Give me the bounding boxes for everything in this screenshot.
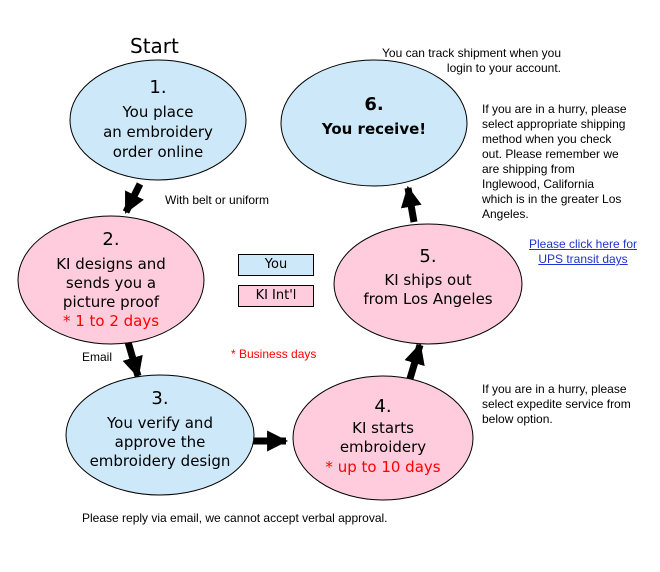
arrow-2-to-3	[122, 341, 143, 379]
step-2-text: sends you a	[66, 274, 156, 292]
step-4-text: KI starts	[352, 419, 414, 437]
step-2-text: KI designs and	[56, 255, 166, 273]
hurry-shipping-line: which is in the greater Los	[482, 192, 622, 206]
hurry-shipping-line: are shipping from	[482, 162, 575, 176]
ups-transit-link[interactable]: Please click here for UPS transit days	[518, 237, 648, 267]
step-5-ellipse	[333, 223, 523, 345]
arrow-4-to-5	[404, 342, 425, 383]
ups-link-line[interactable]: UPS transit days	[538, 252, 628, 266]
track-note-line: login to your account.	[446, 61, 561, 75]
step-6: 6. You receive!	[280, 59, 468, 187]
track-note-line: You can track shipment when you	[382, 46, 561, 60]
start-label: Start	[130, 34, 179, 58]
step-1: 1. You place an embroidery order online	[69, 59, 247, 181]
step-6-number: 6.	[364, 94, 383, 115]
step-3-text: embroidery design	[90, 452, 231, 470]
hurry-expedite-line: select expedite service from	[482, 397, 631, 411]
step-4-text: embroidery	[340, 438, 426, 456]
step-2-text: picture proof	[63, 293, 160, 311]
flow-arrows	[122, 182, 425, 452]
step-3-text: approve the	[115, 433, 206, 451]
step-6-text: You receive!	[321, 120, 426, 138]
business-days-note: * Business days	[231, 347, 317, 361]
hurry-expedite-line: below option.	[482, 412, 553, 426]
step-5-text: KI ships out	[384, 271, 471, 289]
hurry-expedite-note: If you are in a hurry, please select exp…	[482, 382, 658, 427]
ups-link-line[interactable]: Please click here for	[528, 237, 638, 251]
hurry-shipping-line: Inglewood, California	[482, 177, 595, 191]
step-1-text: order online	[113, 143, 204, 161]
hurry-shipping-line: Angeles.	[482, 207, 529, 221]
step-3-number: 3.	[151, 388, 168, 409]
step-3-ellipse	[65, 374, 255, 496]
step-4-ellipse	[292, 375, 474, 501]
hurry-shipping-line: method when you check	[482, 132, 612, 146]
hurry-expedite-line: If you are in a hurry, please	[482, 382, 627, 396]
hurry-shipping-line: select appropriate shipping	[482, 117, 626, 131]
step-1-number: 1.	[149, 77, 166, 98]
step-5-text: from Los Angeles	[363, 290, 492, 308]
arrow-5-to-6	[400, 185, 422, 223]
step-2-timing: * 1 to 2 days	[63, 312, 159, 330]
reply-note: Please reply via email, we cannot accept…	[82, 511, 388, 525]
step-4-number: 4.	[374, 396, 391, 417]
step-1-ellipse	[69, 59, 247, 181]
belt-note: With belt or uniform	[165, 193, 270, 207]
step-nodes: 1. You place an embroidery order online 2. KI…	[17, 59, 523, 501]
step-2-ellipse	[17, 215, 205, 345]
step-4-timing: * up to 10 days	[325, 458, 440, 476]
hurry-shipping-note: If you are in a hurry, please select app…	[482, 102, 658, 222]
step-6-ellipse	[280, 59, 468, 187]
legend-you: You	[238, 254, 314, 276]
step-2-number: 2.	[102, 229, 119, 250]
track-note: You can track shipment when you login to…	[365, 46, 561, 76]
step-5-number: 5.	[419, 246, 436, 267]
step-1-text: an embroidery	[103, 123, 213, 141]
hurry-shipping-line: out. Please remember we	[482, 147, 619, 161]
email-note: Email	[82, 350, 113, 364]
step-1-text: You place	[122, 103, 194, 121]
legend-ki: KI Int'l	[238, 285, 314, 307]
hurry-shipping-line: If you are in a hurry, please	[482, 102, 627, 116]
arrow-1-to-2	[122, 182, 144, 214]
step-3-text: You verify and	[106, 414, 213, 432]
